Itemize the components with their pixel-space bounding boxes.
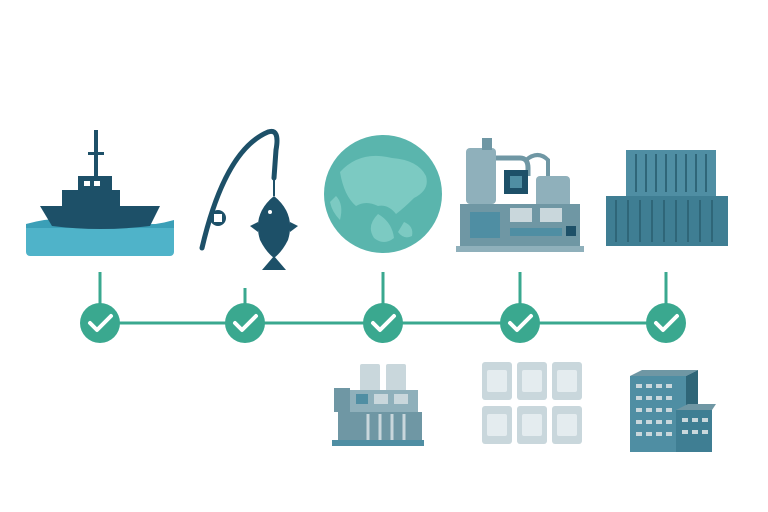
shipping-containers-icon [606,150,728,246]
factory-plant-icon [456,138,584,252]
globe-asia-icon [324,135,442,253]
packaged-bags-icon [482,362,582,444]
check-icon [371,314,396,332]
processing-machine-icon [332,364,424,446]
check-icon [654,314,679,332]
container-stack-icon [630,370,716,452]
check-icon [88,314,113,332]
check-icon [233,314,258,332]
check-node-1 [80,303,120,343]
check-node-4 [500,303,540,343]
fishing-boat-icon [26,130,174,256]
check-node-3 [363,303,403,343]
fishing-rod-with-fish-icon [199,128,298,270]
check-node-5 [646,303,686,343]
check-icon [508,314,533,332]
check-node-2 [225,303,265,343]
